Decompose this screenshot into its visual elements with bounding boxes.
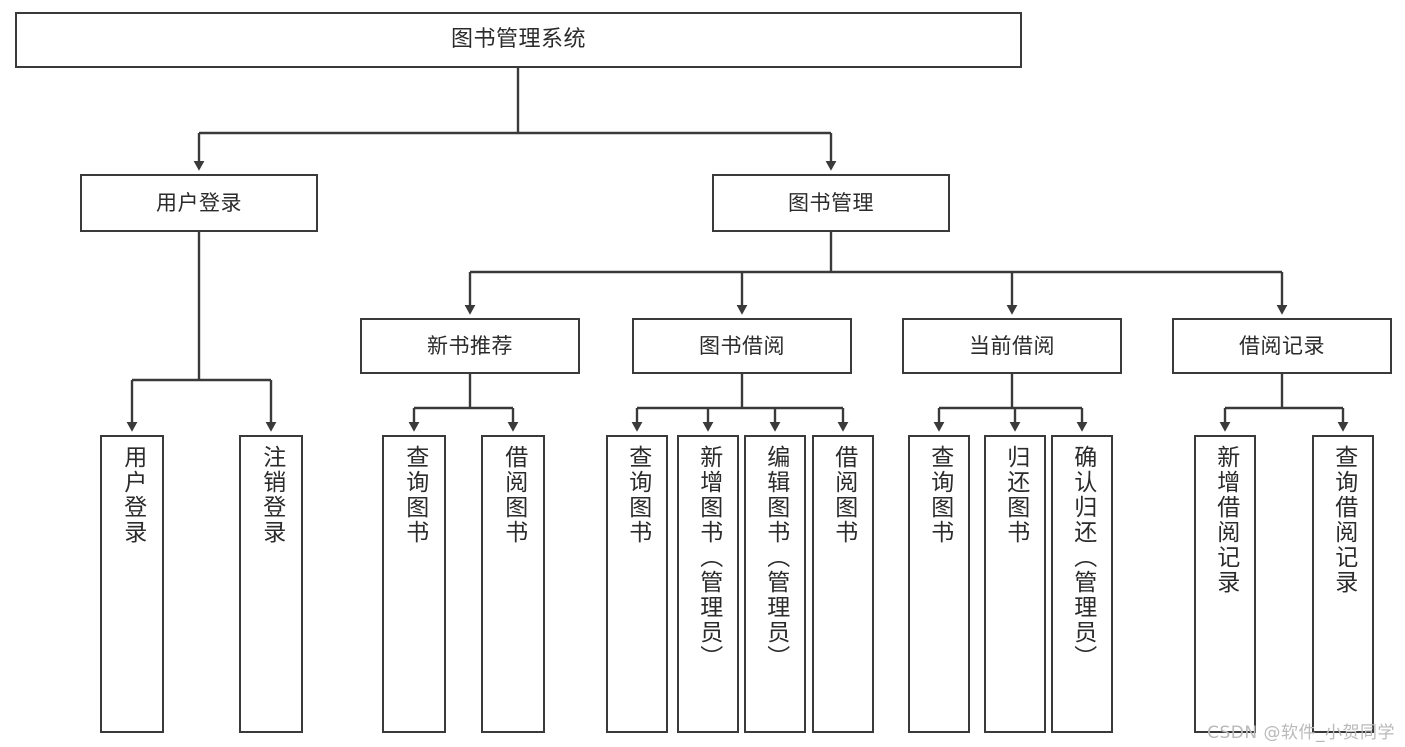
node-leaf-edit-book-label: 编辑图书（管理员）: [762, 445, 789, 670]
node-leaf-add-book-label: 新增图书（管理员）: [695, 445, 722, 670]
node-leaf-query-book-2[interactable]: 查询图书: [606, 435, 668, 733]
node-leaf-confirm-return-label: 确认归还（管理员）: [1069, 445, 1096, 670]
node-leaf-query-book-3-label: 查询图书: [926, 445, 953, 545]
node-book-manage[interactable]: 图书管理: [712, 174, 950, 232]
watermark-text: CSDN @软件_小贺同学: [1207, 723, 1395, 743]
node-new-book-recommend[interactable]: 新书推荐: [360, 318, 580, 374]
node-leaf-logout-label: 注销登录: [258, 445, 285, 545]
node-leaf-user-login-label: 用户登录: [119, 445, 146, 545]
node-leaf-query-book-1-label: 查询图书: [401, 445, 428, 545]
node-leaf-query-book-3[interactable]: 查询图书: [908, 435, 970, 733]
node-user-login[interactable]: 用户登录: [80, 174, 318, 232]
node-book-borrow[interactable]: 图书借阅: [632, 318, 852, 374]
node-leaf-query-record[interactable]: 查询借阅记录: [1312, 435, 1374, 733]
node-user-login-label: 用户登录: [156, 190, 242, 215]
node-leaf-return-book-label: 归还图书: [1002, 445, 1029, 545]
node-leaf-query-record-label: 查询借阅记录: [1330, 445, 1357, 595]
node-leaf-add-record[interactable]: 新增借阅记录: [1194, 435, 1256, 733]
node-leaf-borrow-book-2[interactable]: 借阅图书: [812, 435, 874, 733]
node-current-borrow-label: 当前借阅: [969, 333, 1055, 358]
node-leaf-edit-book[interactable]: 编辑图书（管理员）: [744, 435, 806, 733]
node-new-book-recommend-label: 新书推荐: [427, 333, 513, 358]
node-leaf-borrow-book-2-label: 借阅图书: [830, 445, 857, 545]
node-book-manage-label: 图书管理: [788, 190, 874, 215]
node-borrow-record[interactable]: 借阅记录: [1172, 318, 1392, 374]
node-current-borrow[interactable]: 当前借阅: [902, 318, 1122, 374]
node-leaf-query-book-1[interactable]: 查询图书: [382, 435, 446, 733]
node-leaf-add-record-label: 新增借阅记录: [1212, 445, 1239, 595]
node-root[interactable]: 图书管理系统: [15, 12, 1022, 68]
node-leaf-user-login[interactable]: 用户登录: [100, 435, 164, 733]
node-leaf-borrow-book-1[interactable]: 借阅图书: [481, 435, 545, 733]
node-leaf-borrow-book-1-label: 借阅图书: [500, 445, 527, 545]
node-leaf-confirm-return[interactable]: 确认归还（管理员）: [1051, 435, 1113, 733]
node-book-borrow-label: 图书借阅: [699, 333, 785, 358]
node-leaf-return-book[interactable]: 归还图书: [984, 435, 1046, 733]
node-leaf-logout[interactable]: 注销登录: [239, 435, 303, 733]
node-leaf-query-book-2-label: 查询图书: [624, 445, 651, 545]
node-borrow-record-label: 借阅记录: [1239, 333, 1325, 358]
node-leaf-add-book[interactable]: 新增图书（管理员）: [677, 435, 739, 733]
node-root-label: 图书管理系统: [450, 27, 586, 53]
